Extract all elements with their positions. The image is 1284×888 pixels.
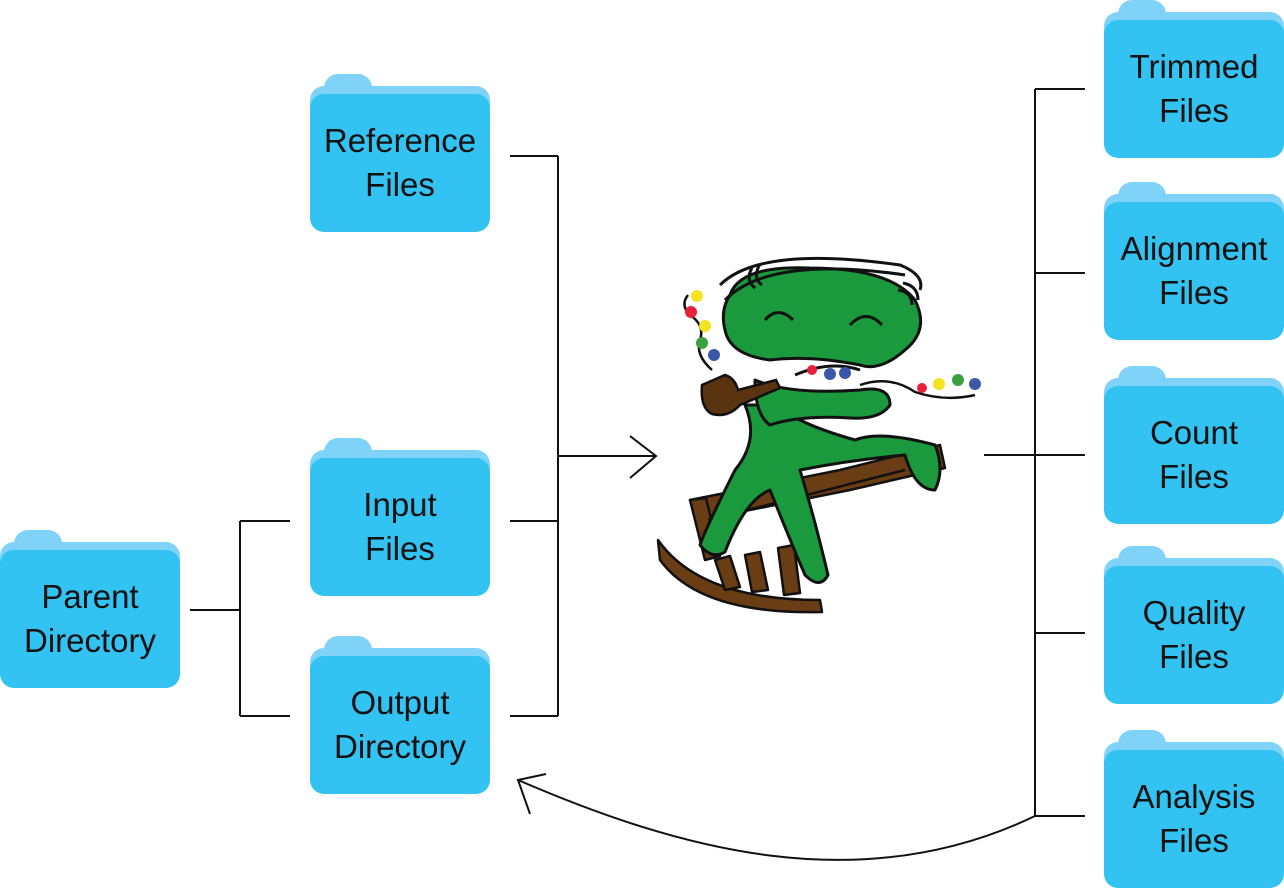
folder-label: Trimmed xyxy=(1129,48,1259,85)
folder-icon: Quality Files xyxy=(1104,566,1284,704)
arrow-to-mascot xyxy=(629,435,658,479)
folder-icon: Output Directory xyxy=(310,656,490,794)
folder-label: Directory xyxy=(333,728,467,765)
folder-label: Files xyxy=(1159,822,1229,859)
folder-alignment-files: Alignment Files xyxy=(1104,182,1284,340)
folder-icon: Count Files xyxy=(1104,386,1284,524)
folder-label: Reference xyxy=(323,122,477,159)
folder-icon: Reference Files xyxy=(310,94,490,232)
output-connector xyxy=(984,88,1085,817)
folder-icon: Trimmed Files xyxy=(1104,20,1284,158)
folder-label: Files xyxy=(1159,92,1229,129)
folder-icon: Alignment Files xyxy=(1104,202,1284,340)
folder-icon: Parent Directory xyxy=(0,550,180,688)
folder-reference-files: Reference Files xyxy=(310,74,490,232)
folder-label: Alignment xyxy=(1120,230,1268,267)
folder-parent-directory: Parent Directory xyxy=(0,530,180,688)
folder-label: Files xyxy=(1159,274,1229,311)
folder-label: Files xyxy=(1159,638,1229,675)
folder-analysis-files: Analysis Files xyxy=(1104,730,1284,888)
folder-label: Files xyxy=(365,166,435,203)
color-dots xyxy=(685,290,981,393)
headband xyxy=(718,256,923,291)
return-arrow xyxy=(517,779,1036,861)
folder-label: Count xyxy=(1149,414,1239,451)
folder-count-files: Count Files xyxy=(1104,366,1284,524)
folder-label: Parent xyxy=(41,578,139,615)
folder-label: Quality xyxy=(1142,594,1246,631)
folder-output-directory: Output Directory xyxy=(310,636,490,794)
folder-input-files: Input Files xyxy=(310,438,490,596)
pipe-icon xyxy=(700,373,782,417)
folder-icon: Analysis Files xyxy=(1104,750,1284,888)
folder-quality-files: Quality Files xyxy=(1104,546,1284,704)
mascot-icon xyxy=(656,256,981,614)
folder-label: Files xyxy=(1159,458,1229,495)
folder-label: Directory xyxy=(23,622,157,659)
mascot-body xyxy=(698,266,942,584)
return-arrowhead xyxy=(516,773,547,815)
folder-label: Files xyxy=(365,530,435,567)
folder-trimmed-files: Trimmed Files xyxy=(1104,0,1284,158)
parent-connector xyxy=(190,520,290,717)
folder-label: Input xyxy=(363,486,437,523)
mascot-eyes xyxy=(763,311,884,327)
folder-label: Analysis xyxy=(1132,778,1256,815)
input-connector xyxy=(510,155,655,717)
folder-icon: Input Files xyxy=(310,458,490,596)
folder-label: Output xyxy=(350,684,450,721)
